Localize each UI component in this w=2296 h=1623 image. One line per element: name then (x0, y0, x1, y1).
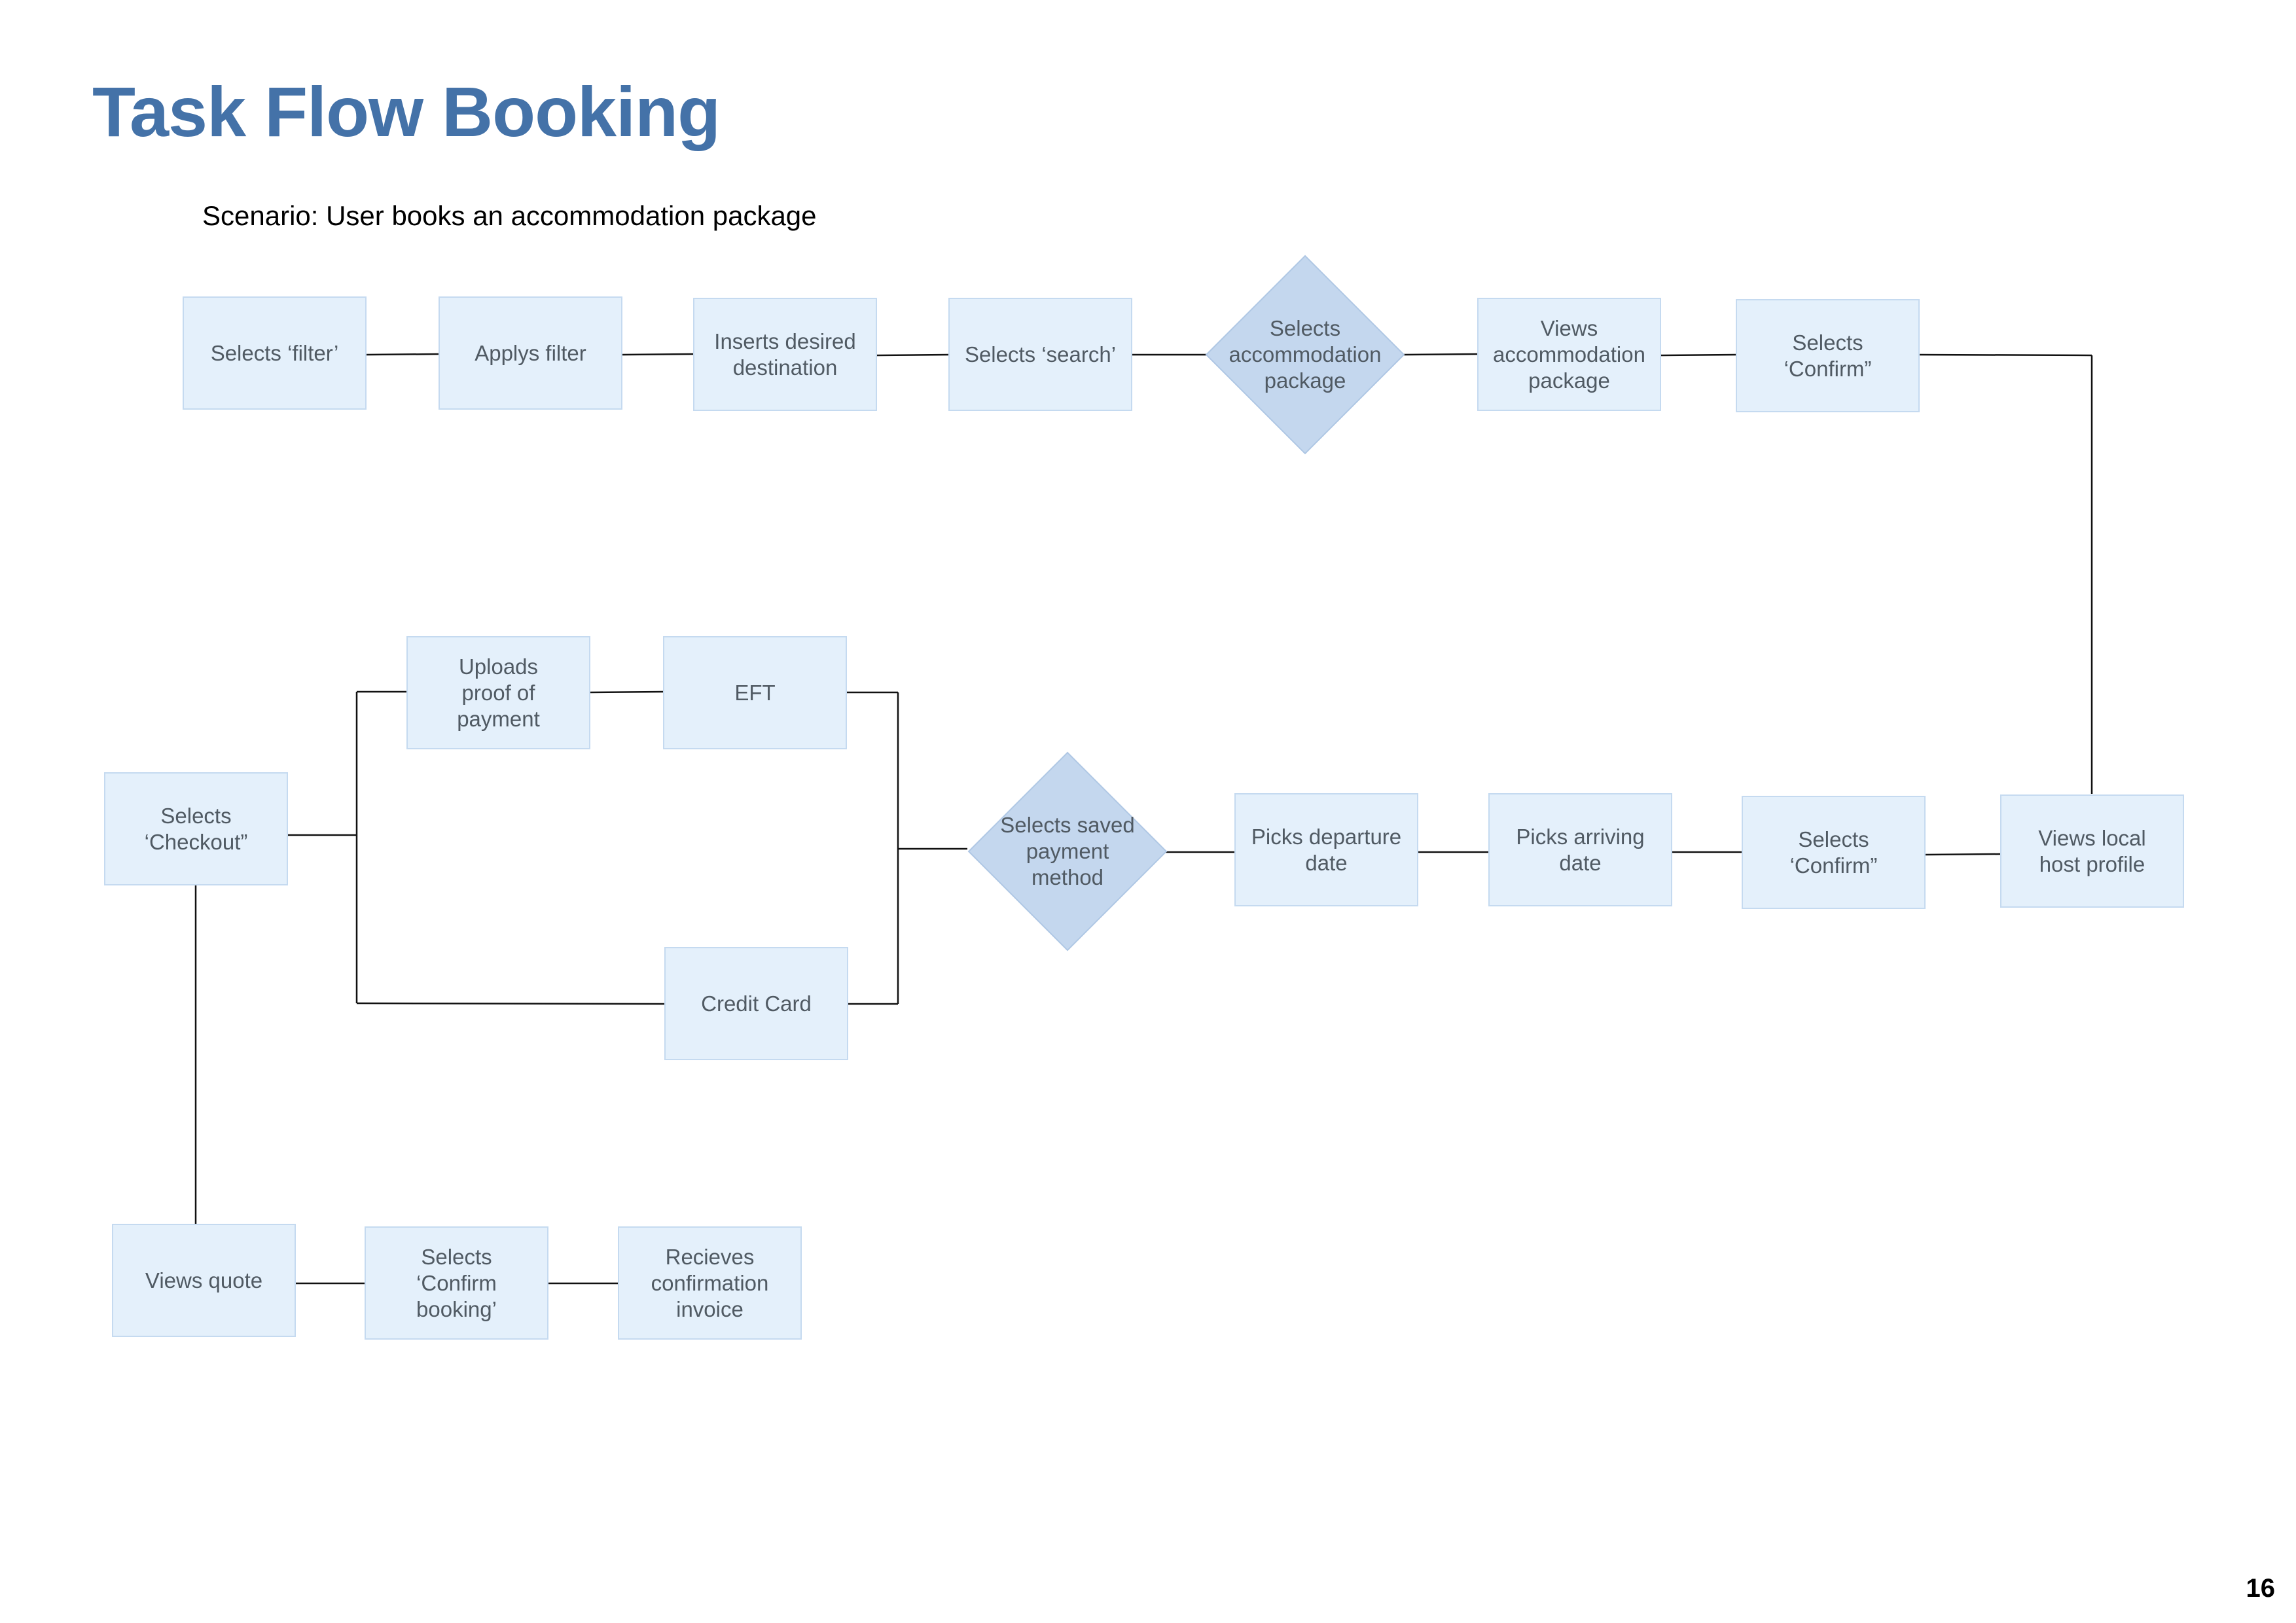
node-label: Applys filter (475, 340, 586, 365)
node-views-quote: Views quote (112, 1224, 296, 1337)
node-uploads-proof: Uploads proof of payment (406, 636, 590, 749)
node-selects-search: Selects ‘search’ (948, 298, 1132, 411)
node-selects-checkout: Selects ‘Checkout” (104, 772, 288, 885)
decision-label: Selects accommodation package (1229, 316, 1382, 393)
node-inserts-destination: Inserts desired destination (693, 298, 877, 411)
decision-selects-payment-method: Selects saved payment method (967, 751, 1168, 952)
page-number: 16 (2246, 1574, 2276, 1603)
page-title: Task Flow Booking (92, 72, 721, 151)
node-selects-confirm-booking: Selects ‘Confirm booking’ (365, 1226, 548, 1340)
scenario-text: Scenario: User books an accommodation pa… (202, 200, 817, 231)
decision-selects-package: Selects accommodation package (1205, 255, 1405, 455)
node-label: Views quote (145, 1268, 263, 1293)
node-label: Selects ‘Checkout” (144, 803, 248, 854)
node-label: Picks arriving date (1516, 824, 1645, 875)
node-picks-arriving: Picks arriving date (1488, 793, 1672, 906)
node-label: Selects ‘Confirm” (1784, 330, 1872, 381)
node-views-package: Views accommodation package (1477, 298, 1661, 411)
node-label: Uploads proof of payment (457, 654, 540, 731)
node-label: Selects ‘Confirm booking’ (416, 1244, 497, 1321)
node-receives-invoice: Recieves confirmation invoice (618, 1226, 802, 1340)
node-label: Selects ‘filter’ (210, 340, 339, 365)
node-label: Picks departure date (1251, 824, 1402, 875)
node-label: Selects ‘search’ (964, 342, 1117, 366)
node-label: Inserts desired destination (714, 329, 856, 380)
node-label: Views local host profile (2038, 825, 2146, 876)
node-picks-departure: Picks departure date (1234, 793, 1418, 906)
node-selects-confirm-2: Selects ‘Confirm” (1742, 796, 1926, 909)
node-selects-filter: Selects ‘filter’ (183, 296, 367, 410)
node-label: Credit Card (701, 991, 812, 1016)
node-eft: EFT (663, 636, 847, 749)
decision-label: Selects saved payment method (1000, 813, 1135, 889)
node-credit-card: Credit Card (664, 947, 848, 1060)
node-selects-confirm-1: Selects ‘Confirm” (1736, 299, 1920, 412)
node-label: Views accommodation package (1493, 315, 1645, 393)
node-views-host-profile: Views local host profile (2000, 794, 2184, 908)
node-label: EFT (734, 680, 776, 705)
node-label: Recieves confirmation invoice (651, 1244, 769, 1321)
node-applys-filter: Applys filter (439, 296, 622, 410)
node-label: Selects ‘Confirm” (1789, 827, 1878, 878)
